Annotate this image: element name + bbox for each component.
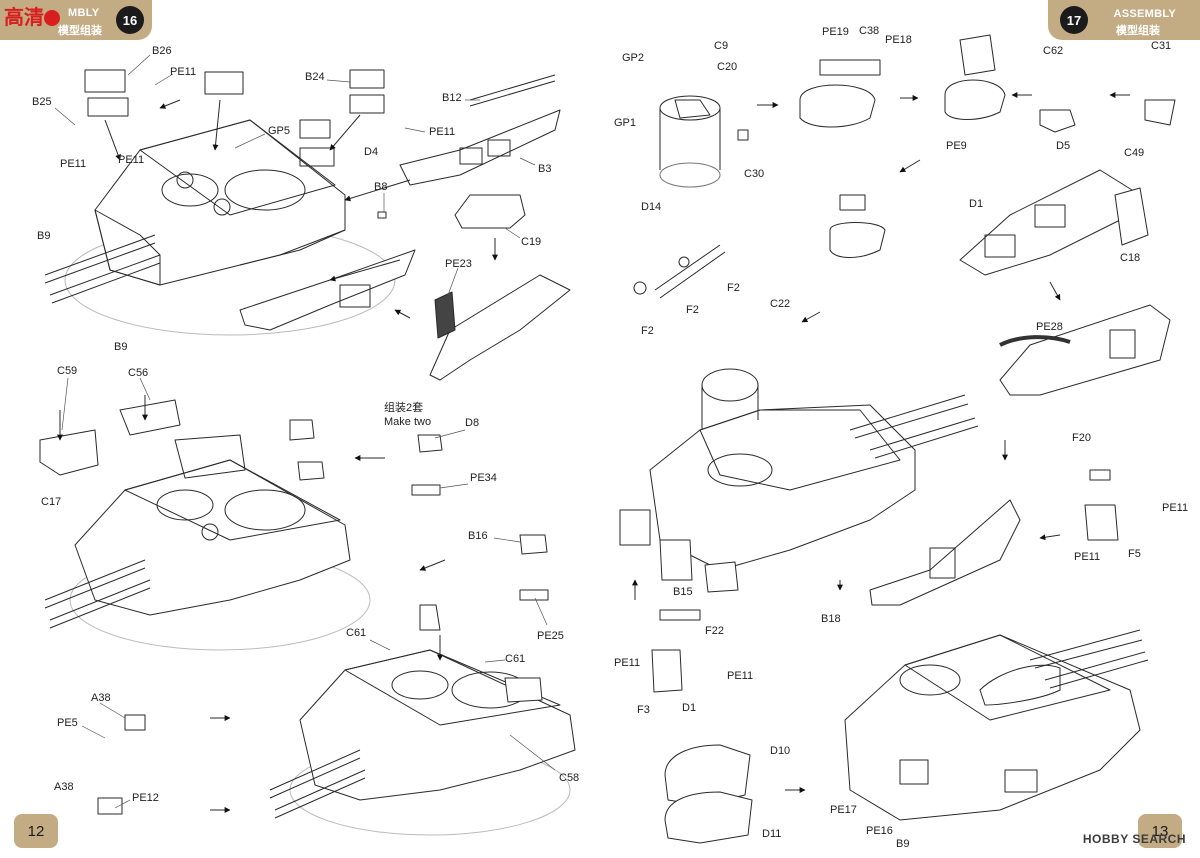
assembly-title-right: ASSEMBLY: [1113, 8, 1176, 20]
part-label-pe5: PE5: [57, 717, 78, 729]
part-label-b18: B18: [821, 613, 841, 625]
part-label-b9-b: B9: [114, 341, 128, 353]
part-label-c56: C56: [128, 367, 149, 379]
part-label-c22: C22: [770, 298, 791, 310]
part-label-d10: D10: [770, 745, 791, 757]
part-label-pe16: PE16: [866, 825, 893, 837]
brand-logo-text: 高清: [4, 5, 44, 29]
part-label-b26: B26: [152, 45, 172, 57]
part-label-pe9: PE9: [946, 140, 967, 152]
part-label-b3: B3: [538, 163, 552, 175]
part-label-b9-a: B9: [37, 230, 51, 242]
part-label-c62: C62: [1043, 45, 1064, 57]
part-label-b24: B24: [305, 71, 325, 83]
part-label-gp1: GP1: [614, 117, 637, 129]
part-label-c59: C59: [57, 365, 78, 377]
part-label-pe25: PE25: [537, 630, 564, 642]
part-label-d5: D5: [1056, 140, 1071, 152]
part-label-c17: C17: [41, 496, 62, 508]
assembly-subtitle-left: 模型组装: [58, 25, 102, 37]
part-label-pe28: PE28: [1036, 321, 1063, 333]
part-label-f3: F3: [637, 704, 650, 716]
note-cn: 组装2套: [384, 402, 424, 414]
part-label-d1-a: D1: [969, 198, 984, 210]
turret-drawing-5: [651, 609, 1149, 844]
part-label-pe34: PE34: [470, 472, 497, 484]
part-label-d14: D14: [641, 201, 662, 213]
part-label-b25: B25: [32, 96, 52, 108]
turret-drawing-3: [97, 604, 576, 836]
part-label-pe19: PE19: [822, 26, 849, 38]
part-label-d8: D8: [465, 417, 480, 429]
part-label-pe11-d: PE11: [118, 154, 145, 166]
part-label-f20: F20: [1072, 432, 1091, 444]
part-label-d1-b: D1: [682, 702, 697, 714]
part-label-pe11-f: PE11: [1074, 551, 1101, 563]
turret-drawing-4: [619, 368, 1119, 606]
part-label-a38-a: A38: [91, 692, 111, 704]
part-label-pe11-h: PE11: [727, 670, 754, 682]
part-label-c30: C30: [744, 168, 765, 180]
assembly-title-left: MBLY: [68, 7, 100, 19]
part-label-pe12: PE12: [132, 792, 159, 804]
part-label-b12: B12: [442, 92, 462, 104]
part-label-pe18: PE18: [885, 34, 912, 46]
part-label-f2-b: F2: [686, 304, 699, 316]
page-number-right: 13: [1138, 814, 1182, 848]
part-label-pe23: PE23: [445, 258, 472, 270]
part-label-f22: F22: [705, 625, 724, 637]
part-label-d4: D4: [364, 146, 379, 158]
part-label-b9-c: B9: [896, 838, 910, 850]
header-tab-right: 17 ASSEMBLY 模型组装: [1048, 0, 1200, 40]
part-label-a38-b: A38: [54, 781, 74, 793]
part-label-gp2: GP2: [622, 52, 645, 64]
part-label-c61-b: C61: [505, 653, 526, 665]
part-label-pe11-c: PE11: [60, 158, 87, 170]
part-label-c58: C58: [559, 772, 580, 784]
part-label-f2-c: F2: [641, 325, 654, 337]
step-number-16: 16: [116, 6, 144, 34]
watermark: HOBBY SEARCH: [1082, 832, 1186, 846]
brand-logo: 高清: [4, 5, 60, 29]
part-label-b15: B15: [673, 586, 693, 598]
leader-lines: [54, 54, 556, 809]
part-label-b16: B16: [468, 530, 488, 542]
part-label-c18: C18: [1120, 252, 1141, 264]
page-number-left: 12: [14, 814, 58, 848]
part-label-pe11-b: PE11: [429, 126, 456, 138]
part-label-f2-a: F2: [727, 282, 740, 294]
part-label-c19: C19: [521, 236, 542, 248]
part-label-c31: C31: [1151, 40, 1172, 52]
part-label-pe11-e: PE11: [1162, 502, 1189, 514]
turret-drawing-1: [44, 69, 571, 381]
part-label-pe11-g: PE11: [614, 657, 641, 669]
part-label-d11: D11: [762, 828, 782, 840]
part-label-c61-a: C61: [346, 627, 367, 639]
part-label-c9: C9: [714, 40, 729, 52]
part-label-pe11-a: PE11: [170, 66, 197, 78]
part-label-gp5: GP5: [268, 125, 291, 137]
cupola-drawings: [633, 34, 1176, 323]
part-label-f5: F5: [1128, 548, 1141, 560]
part-label-c49: C49: [1124, 147, 1145, 159]
header-tab-left: 高清 MBLY 模型组装 16: [0, 0, 152, 40]
note-en: Make two: [384, 416, 432, 428]
part-label-c20: C20: [717, 61, 738, 73]
step-number-17: 17: [1060, 6, 1088, 34]
part-label-pe17: PE17: [830, 804, 857, 816]
turret-drawing-2: [39, 395, 549, 651]
part-label-c38: C38: [859, 25, 880, 37]
part-label-b8: B8: [374, 181, 388, 193]
side-panel-drawings: [959, 169, 1171, 461]
assembly-subtitle-right: 模型组装: [1116, 25, 1160, 37]
